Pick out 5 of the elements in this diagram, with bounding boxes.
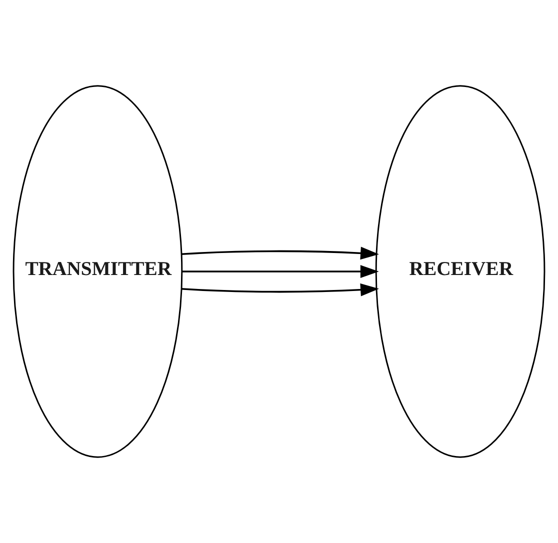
node-ellipse: TRANSMITTER bbox=[12, 85, 183, 458]
arrow bbox=[182, 246, 379, 260]
node-ellipse: RECEIVER bbox=[375, 85, 546, 458]
arrow bbox=[182, 283, 379, 296]
arrow bbox=[182, 265, 379, 278]
